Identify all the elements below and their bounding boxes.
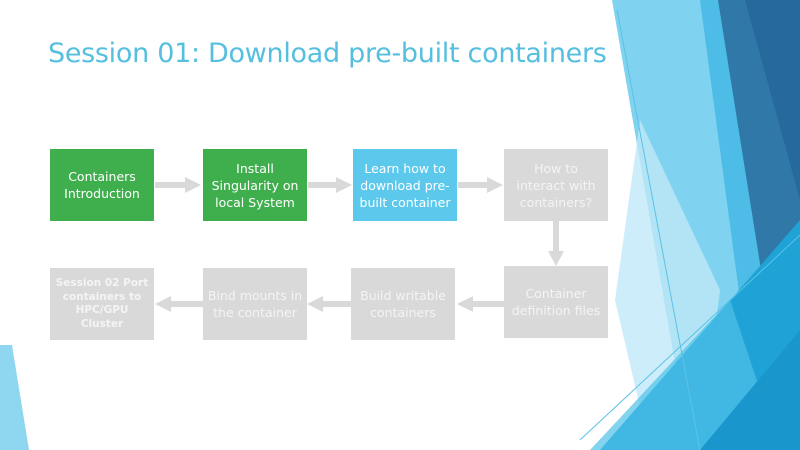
step-session-02: Session 02 Port containers to HPC/GPU Cl…	[50, 268, 154, 340]
step-download-container: Learn how to download pre-built containe…	[353, 149, 457, 221]
arrow-left-icon	[155, 296, 203, 312]
step-label: Container definition files	[511, 286, 601, 318]
step-label: How to interact with containers?	[516, 160, 596, 210]
step-interact-containers: How to interact with containers?	[504, 149, 608, 221]
arrow-right-icon	[308, 177, 352, 193]
step-label: Session 02 Port containers to HPC/GPU Cl…	[55, 277, 149, 330]
arrow-right-icon	[155, 177, 201, 193]
step-label: Install Singularity on local System	[211, 160, 299, 210]
deco-bottom-right	[700, 330, 800, 450]
step-label: Build writable containers	[360, 288, 446, 320]
step-bind-mounts: Bind mounts in the container	[203, 268, 307, 340]
deco-thin-line-1	[616, 9, 701, 450]
step-label: Containers Introduction	[64, 169, 140, 201]
arrow-left-icon	[307, 296, 351, 312]
arrow-left-icon	[457, 296, 504, 312]
step-install-singularity: Install Singularity on local System	[203, 149, 307, 221]
step-label: Bind mounts in the container	[207, 288, 303, 320]
arrow-down-icon	[548, 221, 564, 266]
step-definition-files: Container definition files	[504, 266, 608, 338]
deco-darker-panel	[745, 0, 800, 200]
step-containers-introduction: Containers Introduction	[50, 149, 154, 221]
step-build-writable: Build writable containers	[351, 268, 455, 340]
arrow-right-icon	[458, 177, 503, 193]
deco-thin-line-2	[579, 234, 800, 441]
step-label: Learn how to download pre-built containe…	[359, 160, 451, 210]
slide-title: Session 01: Download pre-built container…	[48, 38, 607, 69]
left-accent-shape	[0, 345, 29, 450]
